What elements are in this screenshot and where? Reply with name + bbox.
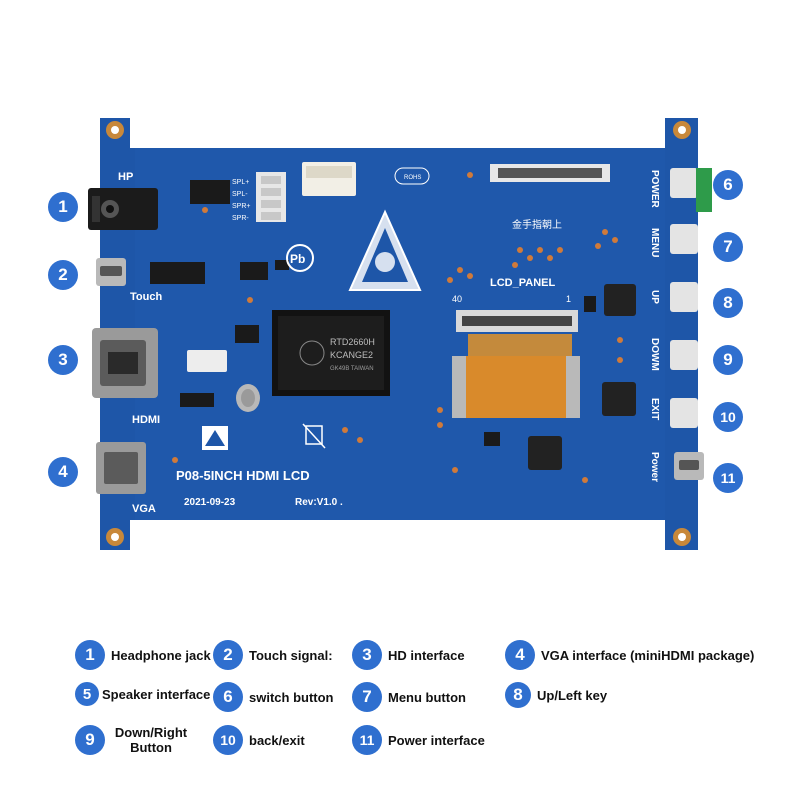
chip-line-2: KCANGE2 — [330, 350, 373, 360]
speaker-pin-3: SPR+ — [232, 203, 250, 210]
inductors — [484, 284, 636, 470]
connector-pin-left: 40 — [452, 294, 462, 304]
hp-label: HP — [118, 171, 133, 183]
legend-item-11: 11 Power interface — [352, 725, 485, 755]
pcb-vias — [172, 172, 623, 483]
esd-warning-logo — [348, 209, 422, 291]
legend-label-6: switch button — [249, 689, 334, 705]
callout-badge-3: 3 — [48, 345, 78, 375]
legend-item-8: 8 Up/Left key — [505, 682, 607, 708]
callout-badge-2: 2 — [48, 260, 78, 290]
jst-connector — [302, 162, 356, 196]
legend-badge-1: 1 — [75, 640, 105, 670]
exit-button-label: EXIT — [649, 398, 660, 420]
power-port-label: Power — [649, 452, 660, 482]
legend-item-10: 10 back/exit — [213, 725, 305, 755]
legend-badge-5: 5 — [75, 682, 99, 706]
speaker-pin-2: SPL- — [232, 191, 248, 198]
chinese-marking: 金手指朝上 — [512, 218, 562, 231]
chip-line-3: GK49B TAIWAN — [330, 366, 374, 372]
legend-item-9: 9 Down/Right Button — [75, 725, 191, 755]
power-button-label: POWER — [649, 170, 660, 209]
callout-badge-9: 9 — [713, 345, 743, 375]
vga-label: VGA — [132, 503, 156, 515]
speaker-pin-4: SPR- — [232, 215, 249, 222]
legend-badge-9: 9 — [75, 725, 105, 755]
legend-item-3: 3 HD interface — [352, 640, 465, 670]
small-connector — [180, 350, 260, 412]
menu-button-label: MENU — [649, 228, 660, 257]
legend-item-2: 2 Touch signal: — [213, 640, 333, 670]
audio-ic — [150, 180, 289, 343]
callout-badge-1: 1 — [48, 192, 78, 222]
flex-cable — [452, 334, 580, 418]
legend-badge-8: 8 — [505, 682, 531, 708]
touch-usb-port — [96, 258, 126, 286]
legend-badge-2: 2 — [213, 640, 243, 670]
recycle-bin-icon — [302, 423, 326, 449]
top-fpc-connector — [490, 164, 610, 182]
board-revision: Rev:V1.0 . — [295, 497, 343, 508]
callout-badge-10: 10 — [713, 402, 743, 432]
legend-label-7: Menu button — [388, 689, 466, 705]
hdmi-label: HDMI — [132, 414, 160, 426]
board-date: 2021-09-23 — [184, 497, 236, 508]
legend-label-9: Down/Right Button — [114, 725, 188, 755]
headphone-jack — [88, 188, 158, 230]
legend-label-4: VGA interface (miniHDMI package) — [541, 647, 755, 663]
lcd-board-illustration: HP Touch HDMI VGA SPL+ SPL- SPR+ SPR- — [88, 118, 712, 550]
touch-label: Touch — [130, 291, 162, 303]
legend-badge-7: 7 — [352, 682, 382, 712]
legend-label-1: Headphone jack — [111, 647, 211, 663]
lcd-panel-label: LCD_PANEL — [490, 277, 555, 289]
lcd-fpc-connector — [456, 310, 578, 332]
board-model: P08-5INCH HDMI LCD — [176, 468, 310, 483]
svg-text:Pb: Pb — [290, 252, 305, 266]
rohs-mark: ROHS — [394, 167, 430, 185]
main-controller-chip — [272, 310, 390, 396]
pb-free-icon: Pb — [286, 244, 314, 272]
legend-badge-10: 10 — [213, 725, 243, 755]
chip-line-1: RTD2660H — [330, 337, 375, 347]
speaker-header — [256, 172, 286, 222]
legend-item-5: 5 Speaker interface — [75, 682, 210, 706]
up-button-label: UP — [649, 290, 660, 304]
side-buttons — [670, 168, 712, 480]
legend-label-5: Speaker interface — [102, 686, 211, 702]
callout-badge-11: 11 — [713, 463, 743, 493]
legend-badge-3: 3 — [352, 640, 382, 670]
legend-badge-4: 4 — [505, 640, 535, 670]
legend-item-4: 4 VGA interface (miniHDMI package) — [505, 640, 754, 670]
callout-badge-7: 7 — [713, 232, 743, 262]
legend-label-11: Power interface — [388, 732, 485, 748]
pcb-board — [100, 118, 698, 550]
legend-badge-6: 6 — [213, 682, 243, 712]
legend-label-10: back/exit — [249, 732, 305, 748]
legend-item-6: 6 switch button — [213, 682, 334, 712]
callout-badge-6: 6 — [713, 170, 743, 200]
legend-badge-11: 11 — [352, 725, 382, 755]
connector-pin-right: 1 — [566, 294, 571, 304]
legend-item-1: 1 Headphone jack — [75, 640, 211, 670]
legend-item-7: 7 Menu button — [352, 682, 466, 712]
legend-label-3: HD interface — [388, 647, 465, 663]
callout-badge-4: 4 — [48, 457, 78, 487]
down-button-label: DOWM — [649, 338, 660, 371]
vga-port — [96, 442, 146, 494]
svg-text:ROHS: ROHS — [404, 175, 421, 181]
legend-label-8: Up/Left key — [537, 687, 608, 703]
hdmi-port — [92, 328, 158, 398]
legend-label-2: Touch signal: — [249, 647, 333, 663]
mounting-holes — [106, 121, 691, 546]
speaker-pin-1: SPL+ — [232, 179, 249, 186]
esd-small-icon — [202, 426, 228, 450]
callout-badge-8: 8 — [713, 288, 743, 318]
